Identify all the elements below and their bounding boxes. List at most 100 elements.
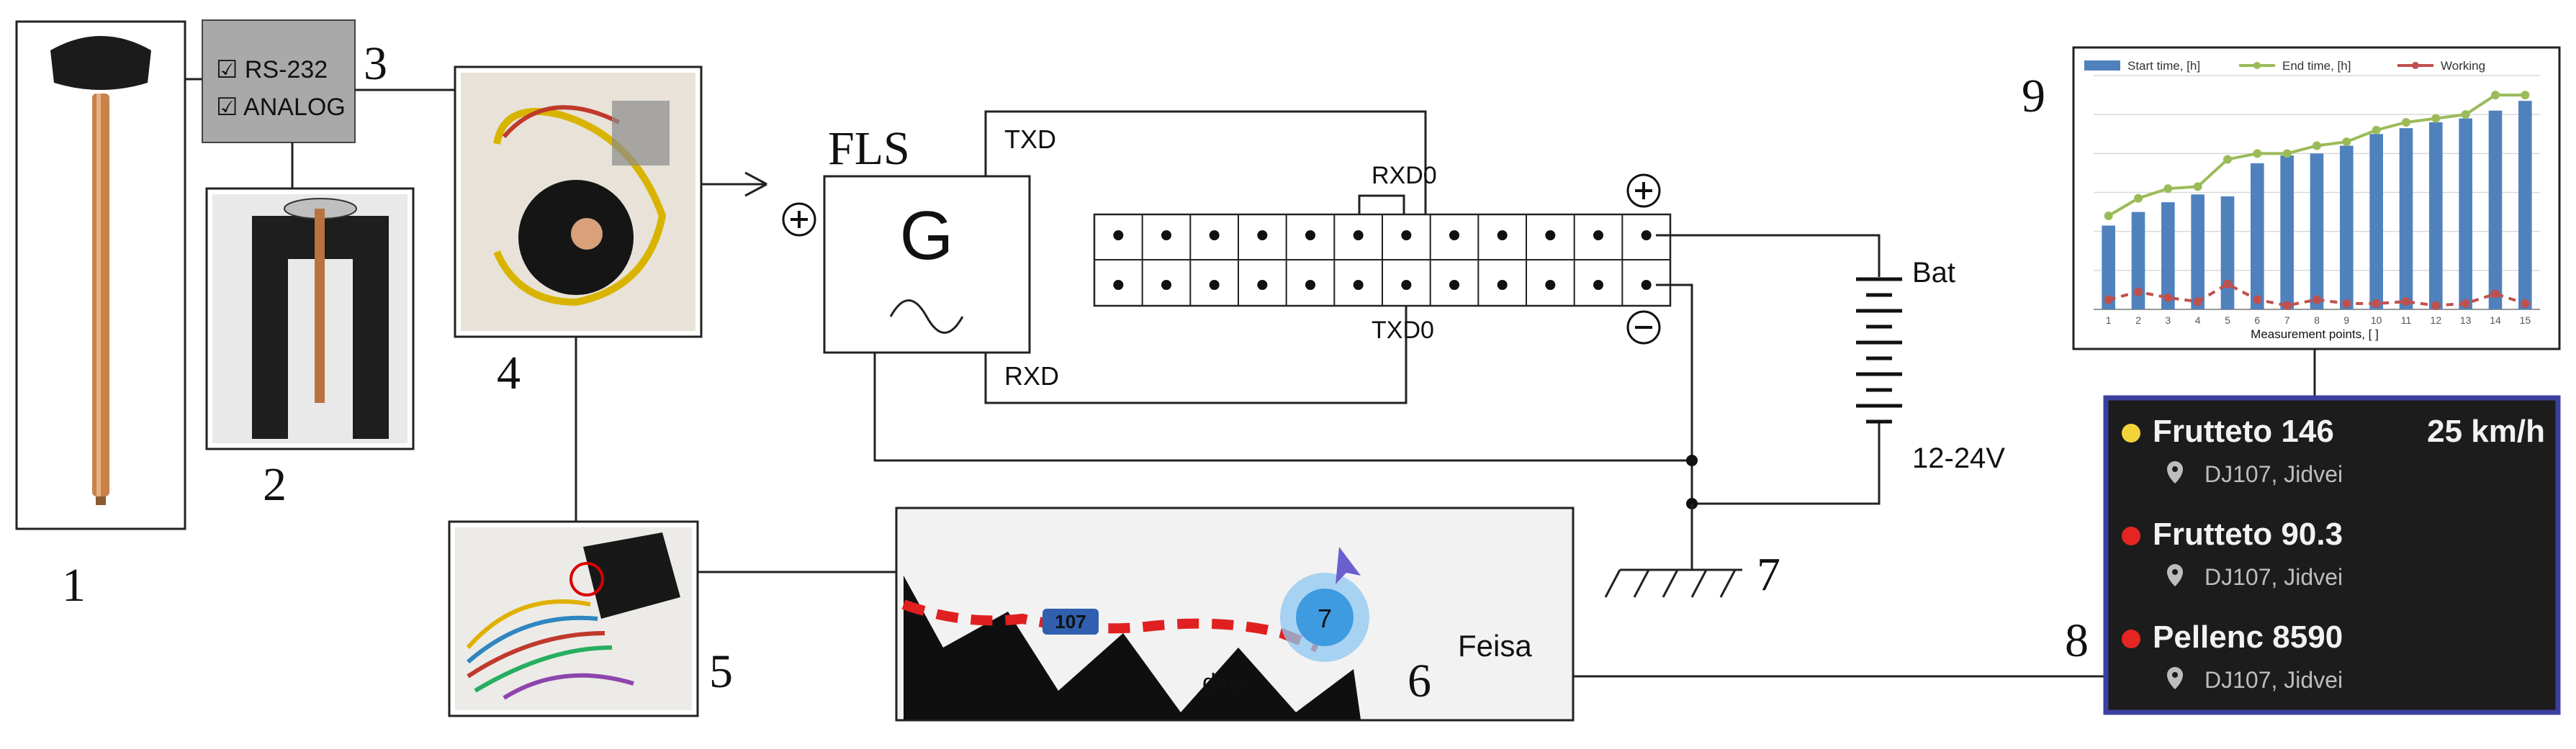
connector-pin <box>1353 280 1364 290</box>
rxd-wire <box>984 237 1408 404</box>
chart-bar <box>2220 196 2235 309</box>
connector-pin <box>1257 280 1268 290</box>
place-jidvei: dvei <box>1202 669 1247 696</box>
chart-bar <box>2340 145 2354 309</box>
ground-wire <box>873 353 1692 462</box>
rs232-option: ☑ RS-232 <box>216 56 328 83</box>
pin-grid <box>1094 214 1670 306</box>
connector-pin <box>1401 280 1412 290</box>
connector-pin <box>1545 280 1556 290</box>
tank-wall <box>252 216 389 439</box>
chart-bar <box>2369 134 2383 309</box>
pin-connector <box>1093 194 1672 307</box>
connector-pin <box>1641 230 1652 240</box>
chart-xlabel: Measurement points, [ ] <box>2251 327 2379 341</box>
label-8: 8 <box>2065 614 2089 667</box>
working-point <box>2342 299 2351 308</box>
chart-bar <box>2518 101 2532 310</box>
ground-stem <box>1620 504 1742 571</box>
chart-bar <box>2251 163 2264 309</box>
chart-tick-label: 9 <box>2343 314 2349 326</box>
chart-bar <box>2399 128 2413 309</box>
location-pin-icon <box>2167 667 2183 689</box>
chart-tick-label: 14 <box>2490 314 2501 326</box>
map-field-shapes <box>904 576 1361 720</box>
end-time-point <box>2193 182 2202 191</box>
place-feisa: Feisa <box>1458 629 1532 663</box>
harness-box <box>583 532 680 619</box>
end-time-point <box>2253 149 2262 158</box>
harness-panel <box>448 520 699 717</box>
working-point <box>2461 299 2470 308</box>
voltage-label: 12-24V <box>1912 442 2005 474</box>
controller-kit-panel <box>454 65 703 338</box>
connector-pin <box>1113 230 1124 240</box>
working-point <box>2491 289 2500 299</box>
connector-pin <box>1497 230 1508 240</box>
vehicle-arrow-icon <box>1336 547 1361 584</box>
connector-pin <box>1209 230 1220 240</box>
connector-pin <box>1449 280 1459 290</box>
connector-pin <box>1353 230 1364 240</box>
end-time-point <box>2402 118 2410 127</box>
legend-label: End time, [h] <box>2282 59 2351 73</box>
working-point <box>2431 301 2441 310</box>
working-point <box>2402 297 2410 307</box>
generator-symbol: G <box>900 197 954 274</box>
vehicle-location: DJ107, Jidvei <box>2205 564 2343 590</box>
txd-label: TXD <box>1004 124 1056 154</box>
probe-in-tank <box>315 209 325 403</box>
positive-wire <box>1656 234 1881 277</box>
ac-wave-icon <box>889 299 964 334</box>
battery-icon <box>1856 277 1902 424</box>
end-time-point <box>2134 194 2143 203</box>
working-point <box>2521 299 2530 308</box>
connector-pin <box>1161 280 1171 290</box>
chart-tick-label: 12 <box>2431 314 2442 326</box>
chart-tick-label: 5 <box>2225 314 2230 326</box>
end-time-point <box>2431 114 2441 123</box>
chart-tick-label: 2 <box>2135 314 2141 326</box>
vehicle-name: Frutteto 90.3 <box>2153 517 2343 552</box>
end-time-point <box>2312 141 2321 150</box>
end-time-point <box>2163 184 2173 194</box>
location-pin-icon <box>2167 564 2183 586</box>
sensor-head <box>50 36 151 90</box>
cluster-marker[interactable] <box>1296 589 1354 646</box>
fls-label: FLS <box>828 122 910 175</box>
connector-pin <box>1593 280 1603 290</box>
interface-box: ☑ RS-232 ☑ ANALOG <box>202 19 356 143</box>
status-dot-icon <box>2122 424 2140 442</box>
chart-tick-label: 6 <box>2254 314 2260 326</box>
tank-mount-panel <box>205 187 415 450</box>
connector-pin <box>1497 280 1508 290</box>
txd0-label: TXD0 <box>1372 317 1434 344</box>
generator-block: G <box>823 175 1031 354</box>
legend-swatch <box>2084 60 2120 71</box>
end-time-point <box>2372 125 2381 135</box>
working-point <box>2253 295 2262 304</box>
connector-pin <box>1593 230 1603 240</box>
connector-pin <box>1209 280 1220 290</box>
label-1: 1 <box>62 559 86 612</box>
negative-wire <box>1656 283 1693 504</box>
chart-bar <box>2131 212 2145 309</box>
working-line <box>2108 282 2526 307</box>
vehicle-speed: 25 km/h <box>2427 414 2545 449</box>
chart-tick-label: 11 <box>2401 314 2412 326</box>
txd-wire <box>984 110 1427 230</box>
connector-pin <box>1113 280 1124 290</box>
status-dot-icon <box>2122 630 2140 648</box>
working-point <box>2282 301 2292 310</box>
chart-tick-label: 7 <box>2284 314 2290 326</box>
chart-tick-label: 3 <box>2165 314 2171 326</box>
rxd0-bridge <box>1358 194 1405 214</box>
connector-pin <box>1641 280 1652 290</box>
junction-dot <box>1686 455 1698 466</box>
